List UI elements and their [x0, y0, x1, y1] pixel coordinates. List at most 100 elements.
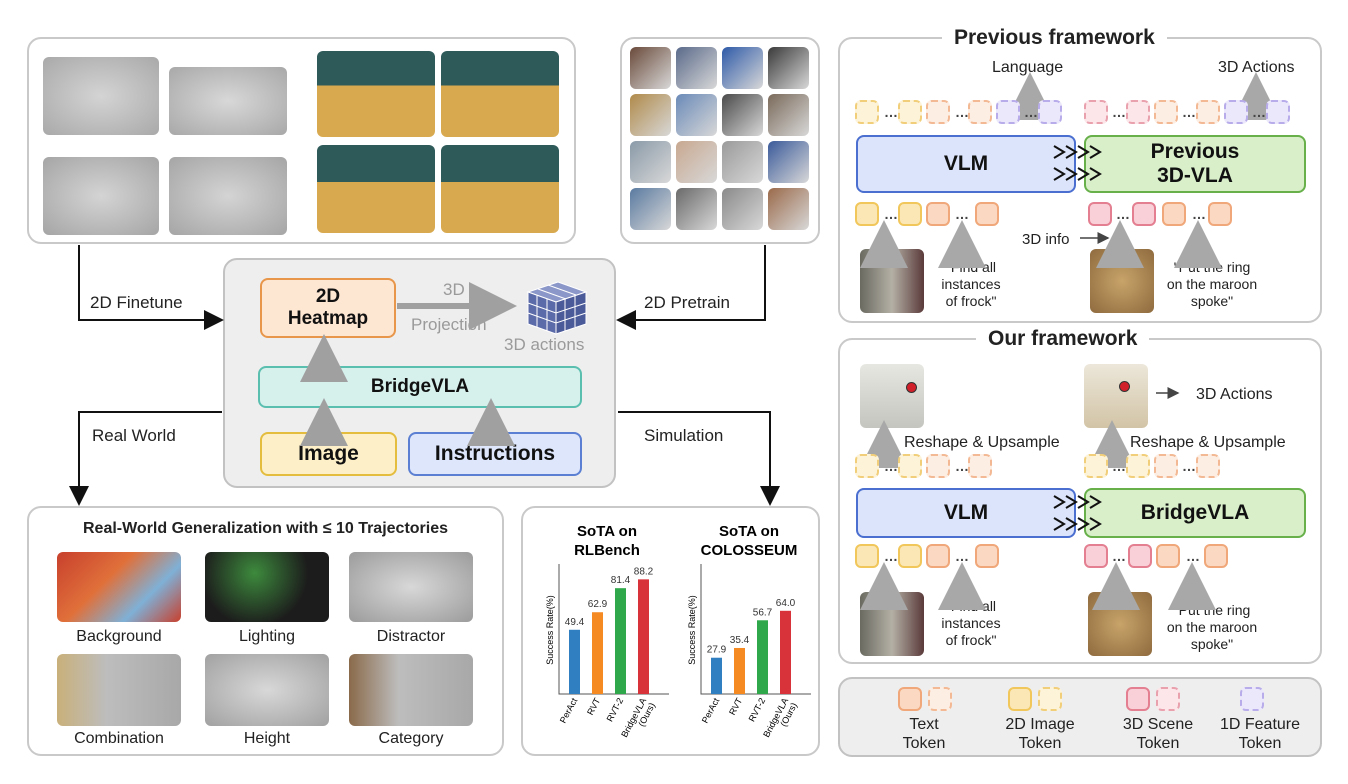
- category-tick-label: RVT-2: [605, 696, 626, 723]
- token: [1162, 202, 1186, 226]
- token: [1128, 544, 1152, 568]
- token: [926, 454, 950, 478]
- legend-scene-token-solid: [1126, 687, 1150, 711]
- ring-instruction-ours: "Put the ring on the maroon spoke": [1166, 602, 1258, 652]
- bar-rvt: [734, 647, 745, 694]
- simulation-arrow: [618, 411, 780, 506]
- pretrain-photo: [630, 94, 671, 136]
- robot-sideview-image-2: [441, 51, 559, 137]
- token: [898, 454, 922, 478]
- pretrain-photo: [768, 47, 809, 89]
- bar-value-label: 56.7: [753, 607, 773, 618]
- heatmap-output-image-1: [860, 364, 924, 428]
- ring-query-image-ours: [1088, 592, 1152, 656]
- chart-title: COLOSSEUM: [701, 542, 798, 559]
- finetune-images-panel: [27, 37, 576, 244]
- caption-lighting: Lighting: [238, 628, 296, 645]
- real-world-label: Real World: [92, 426, 176, 445]
- token: [1084, 100, 1108, 124]
- bar-value-label: 88.2: [634, 566, 654, 577]
- legend-image-label: 2D Image Token: [1005, 716, 1075, 752]
- token: [855, 454, 879, 478]
- caption-combination: Combination: [74, 730, 164, 747]
- finetune-arrow: [78, 245, 224, 330]
- pretrain-photo: [676, 47, 717, 89]
- chart-title: SoTA on: [577, 523, 637, 540]
- pretrain-photo: [722, 188, 763, 230]
- category-image: [349, 654, 473, 726]
- pretrain-photo: [768, 188, 809, 230]
- token: [926, 544, 950, 568]
- bar-value-label: 81.4: [611, 575, 631, 586]
- robot-topview-image-2: [169, 67, 287, 135]
- legend-image-token-solid: [1008, 687, 1032, 711]
- height-image: [205, 654, 329, 726]
- token: [1204, 544, 1228, 568]
- real-world-arrow: [69, 411, 222, 506]
- pretrain-photo: [676, 141, 717, 183]
- token: [1084, 454, 1108, 478]
- token: [1154, 454, 1178, 478]
- image-input-box: Image: [260, 432, 397, 476]
- pretrain-photo: [630, 47, 671, 89]
- category-tick-label: RVT: [585, 696, 602, 717]
- category-tick-label: RVT: [727, 696, 744, 717]
- pretrain-photo: [630, 188, 671, 230]
- chart-axis: [558, 564, 669, 695]
- category-tick-label: RVT-2: [747, 696, 768, 723]
- pretrain-images-panel: [620, 37, 820, 244]
- token: [975, 202, 999, 226]
- token: [1266, 100, 1290, 124]
- token-legend-panel: Text Token 2D Image Token 3D Scene Token…: [838, 677, 1322, 757]
- token: [1196, 100, 1220, 124]
- category-tick-label: PerAct: [700, 696, 722, 725]
- pretrain-photo: [722, 94, 763, 136]
- token: [898, 100, 922, 124]
- pretrain-photo: [768, 94, 809, 136]
- our-framework-title: Our framework: [976, 327, 1150, 351]
- bar-value-label: 35.4: [730, 635, 750, 646]
- previous-framework-panel: Previous framework Language 3D Actions V…: [838, 26, 1322, 323]
- frock-query-image-prev: [860, 249, 924, 313]
- bar-rvt-2: [757, 620, 768, 694]
- token: [1224, 100, 1248, 124]
- category-tick-label: BridgeVLA(Ours): [619, 696, 657, 743]
- cube-icon: [526, 281, 588, 335]
- legend-feature-token-dashed: [1240, 687, 1264, 711]
- bar-value-label: 27.9: [707, 645, 727, 656]
- caption-category: Category: [378, 730, 444, 747]
- projection-3d-label: 3D: [443, 280, 465, 299]
- token: [968, 454, 992, 478]
- token: [1088, 202, 1112, 226]
- bar-peract: [711, 657, 722, 694]
- chart-axis: [700, 564, 811, 695]
- caption-distractor: Distractor: [376, 628, 446, 645]
- reshape-upsample-label-2: Reshape & Upsample: [1130, 434, 1286, 451]
- bar-value-label: 62.9: [588, 599, 608, 610]
- token: [1084, 544, 1108, 568]
- generalization-panel: Real-World Generalization with ≤ 10 Traj…: [27, 506, 504, 756]
- category-tick-label: PerAct: [558, 696, 580, 725]
- previous-framework-title: Previous framework: [942, 26, 1167, 50]
- legend-feature-label: 1D Feature Token: [1219, 716, 1301, 752]
- chart-ylabel: Success Rate(%): [687, 595, 697, 665]
- heatmap-peak-dot-1: [906, 382, 917, 393]
- token: [1196, 454, 1220, 478]
- robot-topview-image-4: [169, 157, 287, 235]
- vlm-box-ours: VLM: [856, 488, 1076, 538]
- vlm-box-prev: VLM: [856, 135, 1076, 193]
- projection-label: Projection: [411, 315, 487, 334]
- robot-sideview-image-4: [441, 145, 559, 233]
- pretrain-label: 2D Pretrain: [644, 293, 730, 312]
- token: [855, 544, 879, 568]
- token: [1038, 100, 1062, 124]
- token: [1154, 100, 1178, 124]
- caption-background: Background: [76, 628, 162, 645]
- bar-rvt: [592, 612, 603, 694]
- token: [898, 202, 922, 226]
- distractor-image: [349, 552, 473, 622]
- token: [926, 202, 950, 226]
- bar-peract: [569, 629, 580, 694]
- finetune-label: 2D Finetune: [90, 293, 183, 312]
- frock-query-image-ours: [860, 592, 924, 656]
